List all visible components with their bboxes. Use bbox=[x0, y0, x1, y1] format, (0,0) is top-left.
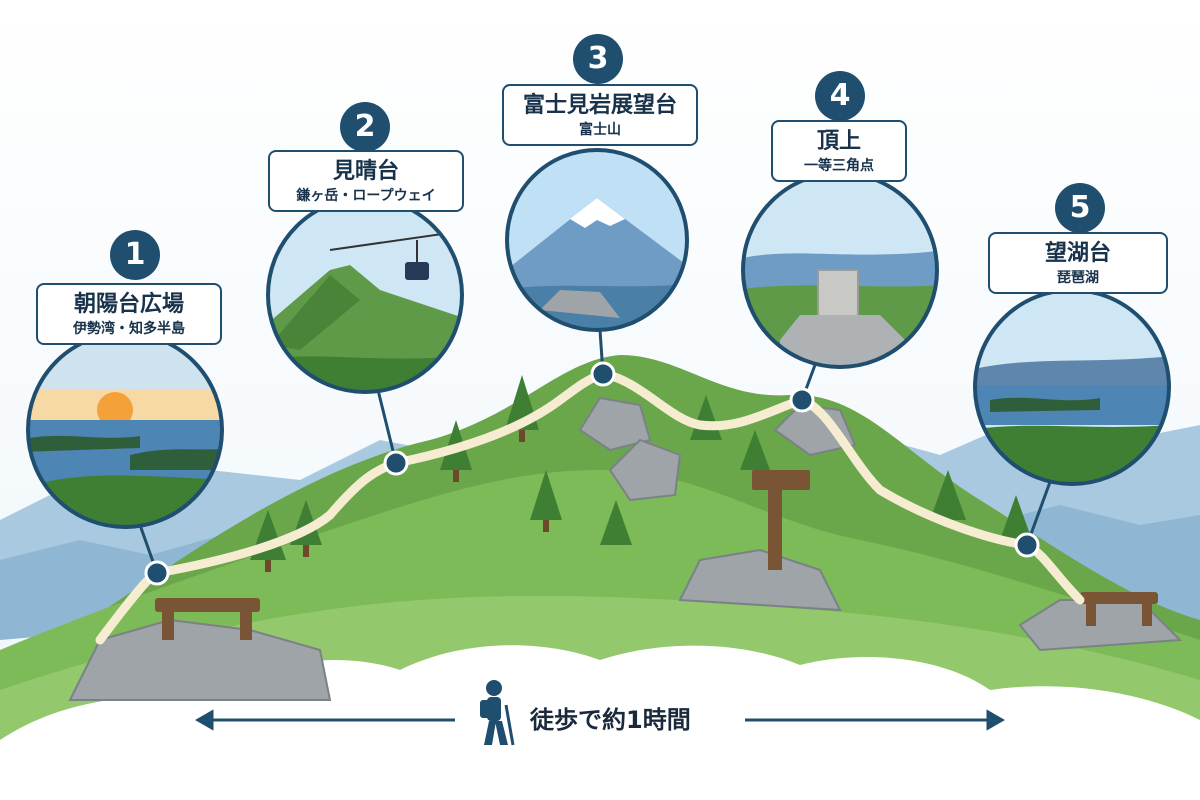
trail-marker-4 bbox=[789, 387, 815, 413]
mount-fuji-icon bbox=[505, 148, 689, 332]
stop-1-subtitle: 伊勢湾・知多半島 bbox=[73, 321, 185, 337]
stop-5-badge: 5 bbox=[1055, 183, 1105, 233]
stop-4-label: 頂上 一等三角点 bbox=[771, 120, 907, 182]
stop-3-label: 富士見岩展望台 富士山 bbox=[502, 84, 698, 146]
stop-2-label: 見晴台 鎌ヶ岳・ロープウェイ bbox=[268, 150, 464, 212]
triangulation-marker-icon bbox=[741, 171, 939, 369]
stop-1-title: 朝陽台広場 bbox=[73, 292, 184, 317]
stop-5-label: 望湖台 琵琶湖 bbox=[988, 232, 1168, 294]
stop-1-badge: 1 bbox=[110, 230, 160, 280]
stop-5-subtitle: 琵琶湖 bbox=[1057, 270, 1099, 286]
stop-3-subtitle: 富士山 bbox=[579, 122, 621, 138]
signpost bbox=[752, 470, 810, 570]
tree-trunks bbox=[265, 430, 549, 572]
stop-4-badge: 4 bbox=[815, 71, 865, 121]
walking-duration: 徒歩で約1時間 bbox=[530, 706, 691, 734]
stop-2-subtitle: 鎌ヶ岳・ロープウェイ bbox=[296, 188, 436, 204]
stop-2-badge: 2 bbox=[340, 102, 390, 152]
stop-4-title: 頂上 bbox=[816, 129, 861, 154]
bench-left bbox=[155, 598, 260, 640]
mountain-ropeway-icon bbox=[266, 196, 464, 394]
trail-marker-3 bbox=[590, 361, 616, 387]
trail-marker-5 bbox=[1014, 532, 1040, 558]
stop-3-badge: 3 bbox=[573, 34, 623, 84]
rocks bbox=[68, 396, 1183, 701]
stop-3-title: 富士見岩展望台 bbox=[522, 93, 677, 118]
stop-4-subtitle: 一等三角点 bbox=[804, 158, 874, 174]
stop-2-title: 見晴台 bbox=[332, 159, 399, 184]
stop-5-title: 望湖台 bbox=[1044, 241, 1111, 266]
bench-right bbox=[1080, 592, 1158, 626]
trail-markers bbox=[144, 361, 1040, 586]
trail-marker-2 bbox=[383, 450, 409, 476]
stop-1-label: 朝陽台広場 伊勢湾・知多半島 bbox=[36, 283, 222, 345]
hiker-icon bbox=[480, 680, 515, 746]
duration-arrow bbox=[194, 709, 1006, 731]
trail-marker-1 bbox=[144, 560, 170, 586]
